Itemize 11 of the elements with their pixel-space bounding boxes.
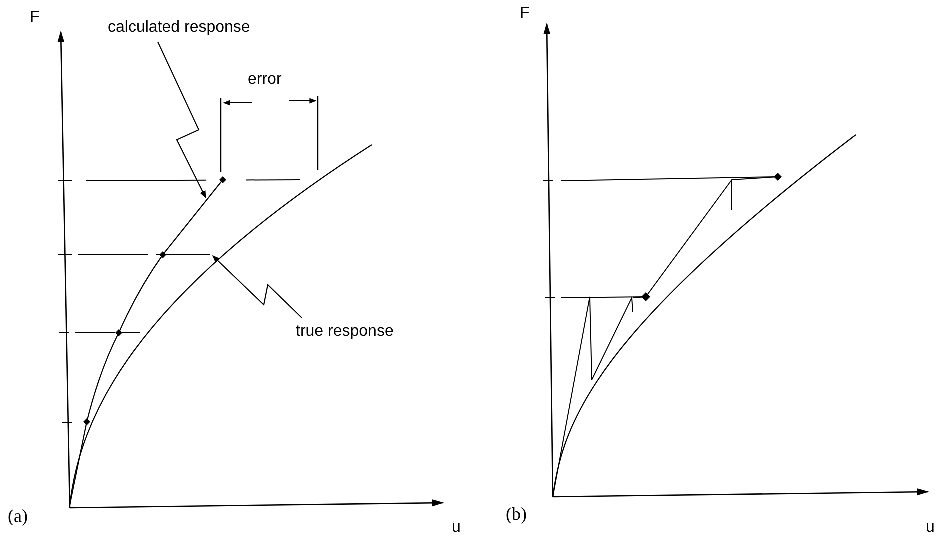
leader-line — [158, 42, 206, 199]
panel-label: (a) — [8, 505, 28, 528]
curve-label: calculated response — [108, 18, 250, 38]
axis-label: F — [30, 8, 40, 28]
leader-line — [212, 255, 302, 318]
axis-label: F — [520, 4, 530, 24]
axis-label: u — [926, 518, 935, 538]
panel-label: (b) — [506, 503, 527, 526]
curve-label: true response — [296, 322, 394, 342]
axis-label: u — [452, 518, 461, 538]
dimension-label: error — [248, 70, 282, 90]
